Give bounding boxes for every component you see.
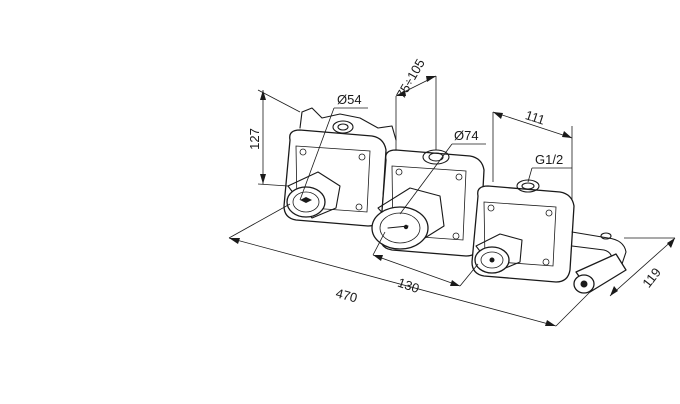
- valve-module-middle: [371, 149, 485, 257]
- dim-diameter-large: Ø74: [454, 128, 479, 143]
- dim-body-spacing: 111: [523, 107, 546, 127]
- dim-depth: 119: [639, 265, 664, 291]
- dim-thread-size: G1/2: [535, 152, 563, 167]
- dim-overall-length: 470: [334, 285, 359, 305]
- dimension-lines: [228, 75, 676, 327]
- dim-knob-pitch: 130: [396, 275, 421, 296]
- valve-module-left: [283, 107, 397, 227]
- dim-spacing-range: 75÷105: [393, 56, 428, 101]
- valve-module-right: [471, 179, 627, 294]
- dim-diameter-small: Ø54: [337, 92, 362, 107]
- dim-height: 127: [247, 128, 262, 150]
